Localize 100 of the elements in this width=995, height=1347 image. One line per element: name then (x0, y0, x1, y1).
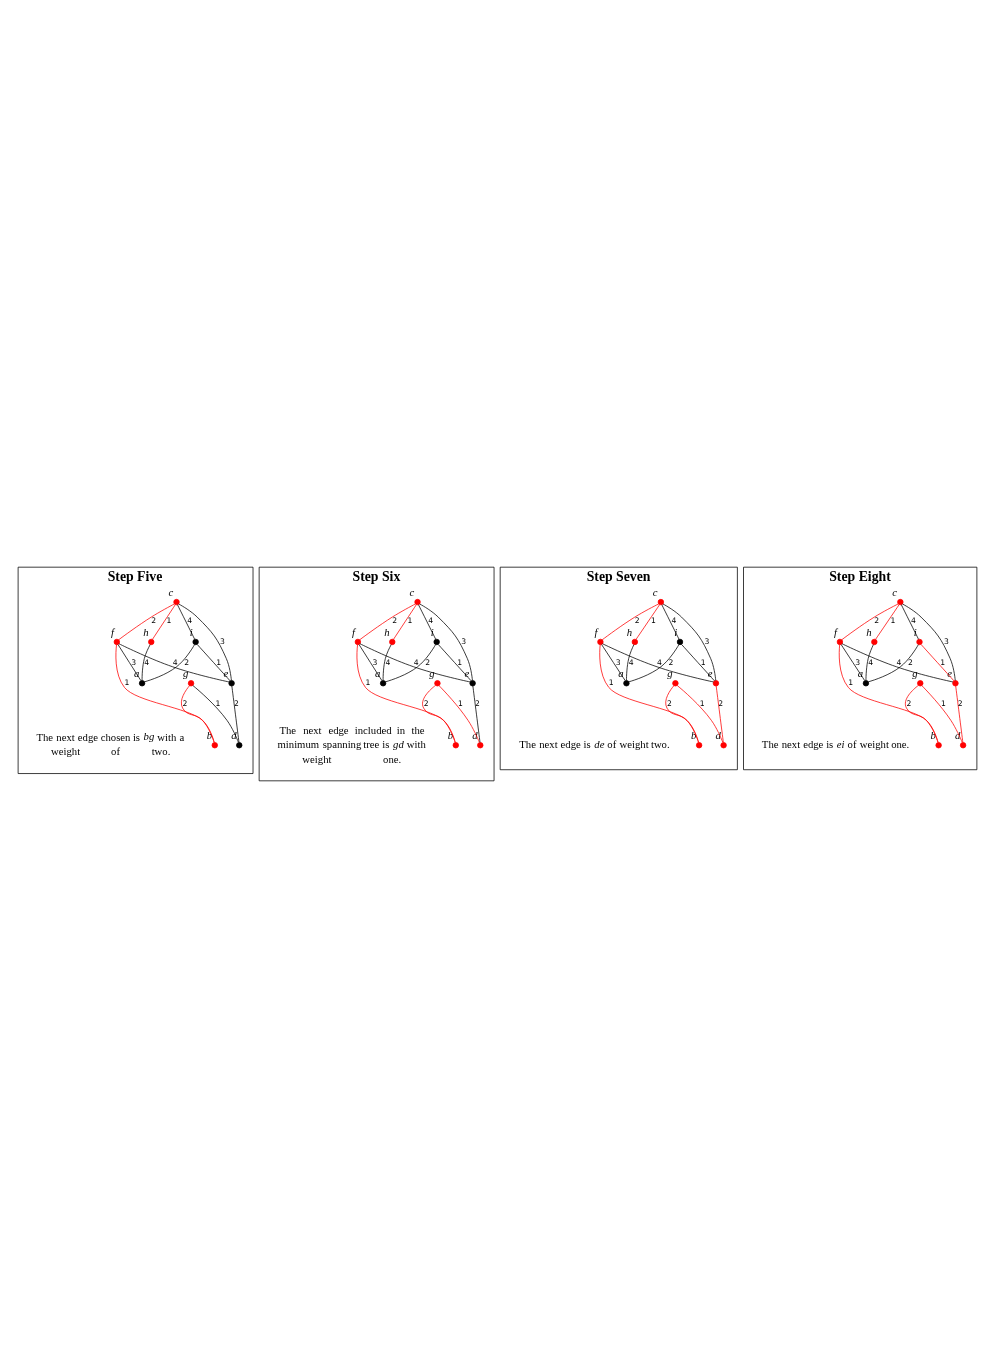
node-circle (597, 638, 604, 645)
node-circle (211, 741, 218, 748)
connector (181, 684, 215, 743)
edge-label: 4 (172, 657, 178, 667)
connector (715, 685, 724, 743)
edge-label: 2 (957, 698, 963, 708)
node-circle (672, 679, 679, 686)
edge-label: 1 (457, 657, 463, 667)
edge-label: 1 (890, 615, 896, 625)
node-circle (959, 741, 967, 748)
connector (192, 684, 239, 743)
edge-label: 4 (413, 657, 419, 667)
node-label: b (930, 728, 936, 741)
node-circle (712, 679, 720, 686)
edge-label: 2 (423, 698, 429, 708)
edge-label: 3 (131, 657, 137, 667)
connector (900, 603, 919, 640)
edge-label: 4 (911, 615, 916, 625)
node-label: i (430, 625, 434, 638)
edge-label: 2 (634, 615, 640, 625)
node-circle (354, 638, 361, 645)
node-circle (862, 679, 870, 686)
connector (840, 643, 865, 681)
edge-label: 2 (184, 657, 190, 667)
connector (115, 643, 215, 743)
node-label: a (375, 666, 381, 679)
edge-label: 2 (718, 698, 724, 708)
edge-label: 2 (906, 698, 912, 708)
connector (152, 603, 176, 640)
node-label: h (866, 625, 872, 638)
connector (626, 643, 635, 681)
node-label: f (834, 625, 838, 638)
edge-label: 3 (704, 636, 710, 646)
node-circle (452, 741, 459, 748)
edge-label: 2 (392, 615, 398, 625)
edge-label: 2 (908, 657, 913, 667)
edge-label: 1 (166, 615, 172, 625)
connector (144, 643, 195, 682)
node-label: b (691, 728, 697, 741)
node-label: f (594, 625, 598, 638)
node-label: a (857, 666, 864, 679)
connector (358, 643, 383, 681)
edge-label: 3 (855, 657, 861, 667)
edge-label: 1 (699, 698, 705, 708)
edge-label: 2 (151, 615, 157, 625)
node-circle (477, 741, 484, 748)
connector (920, 643, 955, 681)
edge-label: 3 (220, 636, 225, 646)
connector (904, 684, 939, 743)
node-label: d (472, 728, 478, 741)
connector (418, 603, 437, 640)
node-circle (389, 638, 396, 645)
edge-label: 1 (124, 677, 130, 687)
node-label: i (913, 625, 917, 638)
connector (635, 603, 660, 640)
connector (385, 643, 436, 682)
connector (117, 643, 142, 681)
node-label: c (168, 585, 174, 598)
node-circle (916, 638, 923, 645)
edge-label: 2 (425, 657, 431, 667)
node-circle (631, 638, 638, 645)
connector (875, 603, 900, 640)
node-label: g (667, 666, 673, 679)
node-circle (720, 741, 727, 748)
connector (231, 685, 240, 743)
node-label: e (707, 666, 713, 679)
node-label: c (409, 585, 415, 598)
connector (178, 603, 232, 681)
connector (141, 643, 151, 681)
node-label: c (652, 585, 658, 598)
connector (118, 603, 175, 640)
edge-label: 1 (608, 677, 614, 687)
node-circle (434, 679, 441, 686)
connector (681, 643, 715, 681)
node-label: h (626, 625, 633, 638)
node-label: c (892, 585, 898, 598)
connector (955, 685, 964, 743)
edge-label: 4 (144, 657, 150, 667)
connector (118, 642, 230, 682)
connector (841, 603, 899, 640)
node-label: a (618, 666, 624, 679)
connector (196, 643, 231, 681)
edge-label: 1 (650, 615, 656, 625)
connector (661, 603, 680, 640)
node-label: h (143, 625, 149, 638)
node-circle (871, 638, 878, 645)
node-label: f (352, 625, 356, 638)
edge-label: 4 (868, 657, 874, 667)
node-circle (897, 598, 904, 605)
connector (438, 684, 480, 743)
edge-label: 4 (896, 657, 902, 667)
node-circle (836, 638, 844, 645)
connector (601, 643, 626, 681)
connector (676, 684, 724, 743)
edge-label: 1 (700, 657, 706, 667)
node-circle (433, 638, 440, 645)
connector (437, 643, 472, 681)
connector (422, 684, 456, 743)
connector (382, 643, 392, 681)
connector (359, 603, 416, 640)
